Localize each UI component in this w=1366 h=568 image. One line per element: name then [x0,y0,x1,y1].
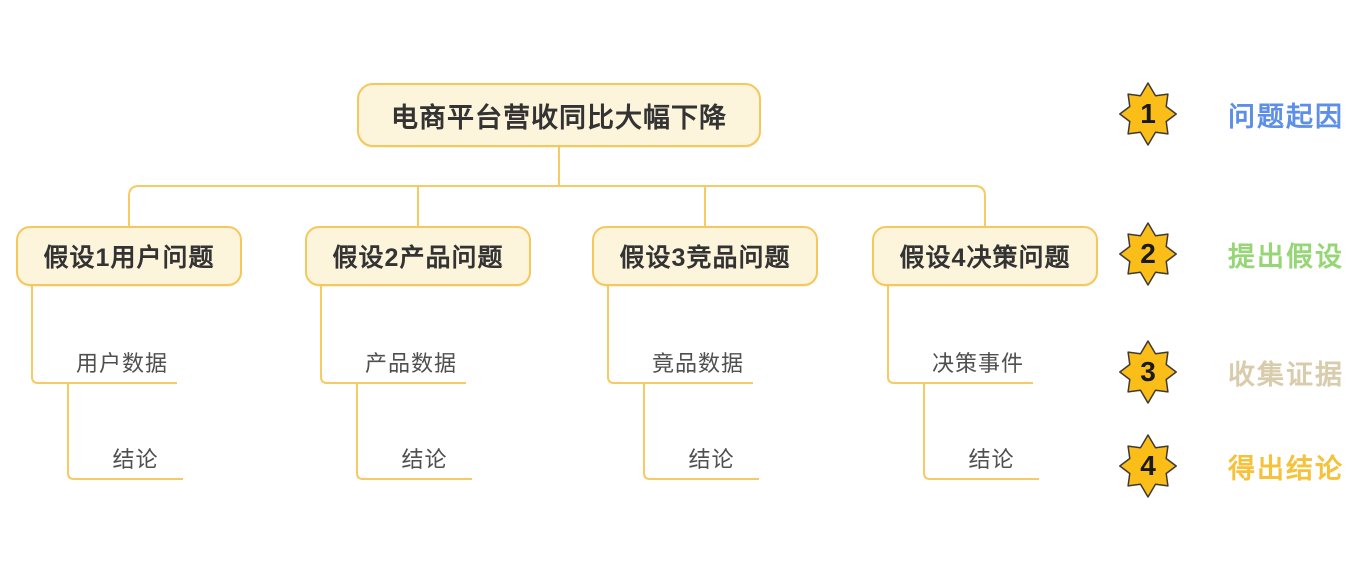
legend-step-2[interactable]: 2 提出假设 [1117,221,1366,287]
conclusion-node-4[interactable]: 结论 [968,447,1015,472]
hypothesis-node-1[interactable]: 假设1用户问题 [16,226,242,286]
legend-step-4[interactable]: 4 得出结论 [1117,433,1366,499]
level1-bus-connector [128,185,986,226]
legend-step-3[interactable]: 3 收集证据 [1117,339,1366,405]
legend-label-2: 提出假设 [1228,241,1344,272]
evidence-node-2[interactable]: 产品数据 [364,351,457,376]
conclusion-node-3[interactable]: 结论 [688,447,735,472]
conclusion-node-2[interactable]: 结论 [401,447,448,472]
legend-label-1: 问题起因 [1228,101,1344,132]
hypothesis-label-1: 假设1用户问题 [43,244,215,272]
legend-label-4: 得出结论 [1228,453,1344,484]
hypothesis-label-4: 假设4决策问题 [899,244,1071,272]
step-number: 2 [1140,238,1156,269]
hypothesis-node-2[interactable]: 假设2产品问题 [305,226,531,286]
evidence-node-3[interactable]: 竟品数据 [651,351,744,376]
star-badge-icon [1119,434,1177,498]
step-badge-3: 3 [1117,339,1179,405]
hypothesis-label-2: 假设2产品问题 [332,244,504,272]
legend-step-1[interactable]: 1 问题起因 [1117,81,1366,147]
conclusion-node-1[interactable]: 结论 [112,447,159,472]
star-badge-icon [1119,340,1177,404]
step-badge-1: 1 [1117,81,1179,147]
step-number: 3 [1140,356,1156,387]
evidence-node-1[interactable]: 用户数据 [75,351,168,376]
star-badge-icon [1119,82,1177,146]
step-number: 1 [1140,98,1156,129]
hypothesis-node-3[interactable]: 假设3竞品问题 [592,226,818,286]
step-badge-4: 4 [1117,433,1179,499]
legend-label-3: 收集证据 [1228,359,1344,390]
evidence-node-4[interactable]: 决策事件 [931,351,1024,376]
star-badge-icon [1119,222,1177,286]
step-number: 4 [1140,450,1156,481]
hypothesis-label-3: 假设3竞品问题 [619,244,791,272]
root-topic-node[interactable]: 电商平台营收同比大幅下降 [357,83,761,147]
hypothesis-node-4[interactable]: 假设4决策问题 [872,226,1098,286]
root-topic-label: 电商平台营收同比大幅下降 [391,102,727,133]
step-badge-2: 2 [1117,221,1179,287]
